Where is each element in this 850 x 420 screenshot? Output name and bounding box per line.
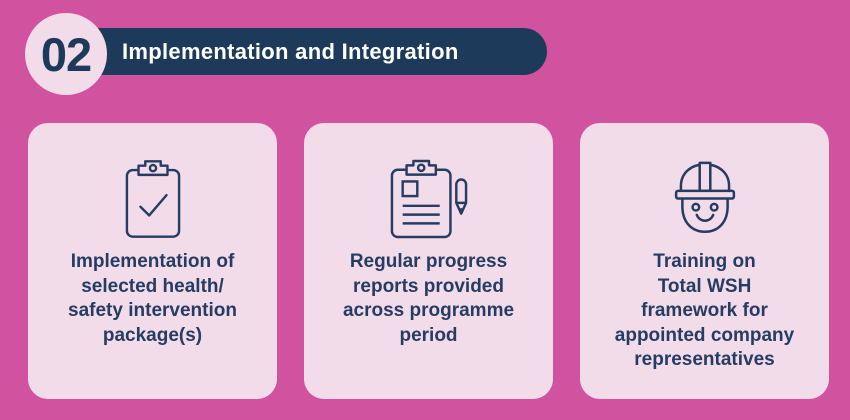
section-title: Implementation and Integration xyxy=(122,38,459,64)
section-title-pill: Implementation and Integration xyxy=(60,28,547,75)
clipboard-check-icon xyxy=(125,160,180,238)
card-implementation: Implementation of selected health/ safet… xyxy=(28,123,277,399)
card-progress-reports: Regular progress reports provided across… xyxy=(304,123,553,399)
step-number-badge: 02 xyxy=(25,13,107,95)
hard-hat-worker-icon xyxy=(674,161,735,233)
card-training: Training on Total WSH framework for appo… xyxy=(580,123,829,399)
step-number: 02 xyxy=(40,27,92,81)
cards-row: Implementation of selected health/ safet… xyxy=(28,123,829,399)
icon-box xyxy=(125,157,181,241)
progress-report-icon xyxy=(390,159,467,239)
icon-box xyxy=(390,157,468,241)
card-text: Implementation of selected health/ safet… xyxy=(68,251,237,346)
card-text: Training on Total WSH framework for appo… xyxy=(614,251,795,370)
icon-box xyxy=(674,157,736,241)
card-text: Regular progress reports provided across… xyxy=(342,251,515,346)
